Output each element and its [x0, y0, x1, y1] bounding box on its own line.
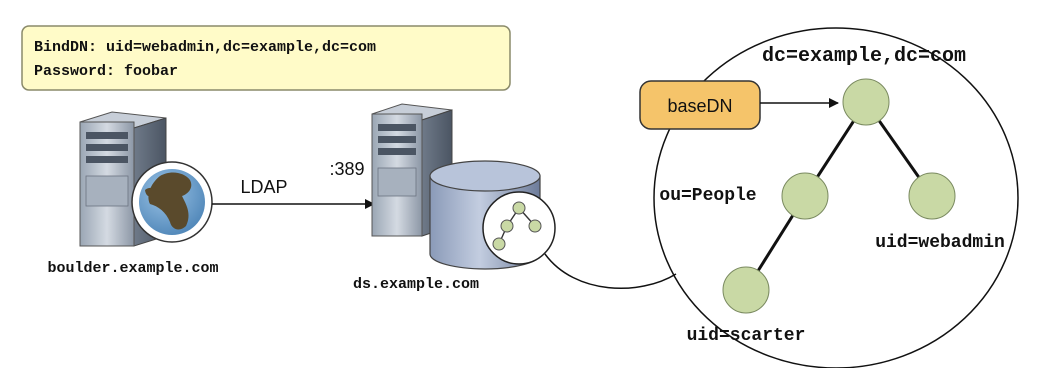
tree-node-scarter — [722, 266, 770, 314]
credentials-box: BindDN: uid=webadmin,dc=example,dc=com P… — [21, 25, 511, 91]
base-dn-label: baseDN — [667, 96, 732, 116]
server-hostname: ds.example.com — [353, 276, 479, 293]
tree-node-people — [781, 172, 829, 220]
tree-node-webadmin — [908, 172, 956, 220]
bind-dn-text: BindDN: uid=webadmin,dc=example,dc=com — [34, 39, 376, 56]
directory-tree-icon — [482, 191, 556, 265]
zoom-connector-curve — [544, 253, 677, 289]
webadmin-node-label: uid=webadmin — [875, 233, 1005, 253]
client-hostname: boulder.example.com — [47, 260, 218, 277]
port-label: :389 — [329, 159, 364, 179]
directory-tree-zoom-circle — [653, 27, 1019, 368]
tree-node-root — [842, 78, 890, 126]
root-dn-label: dc=example,dc=com — [762, 45, 966, 68]
globe-icon — [131, 161, 213, 243]
tree-edges — [744, 101, 934, 291]
people-node-label: ou=People — [659, 186, 756, 206]
password-text: Password: foobar — [34, 63, 178, 80]
scarter-node-label: uid=scarter — [687, 326, 806, 346]
protocol-label: LDAP — [240, 177, 287, 197]
base-dn-box: baseDN — [639, 80, 761, 130]
